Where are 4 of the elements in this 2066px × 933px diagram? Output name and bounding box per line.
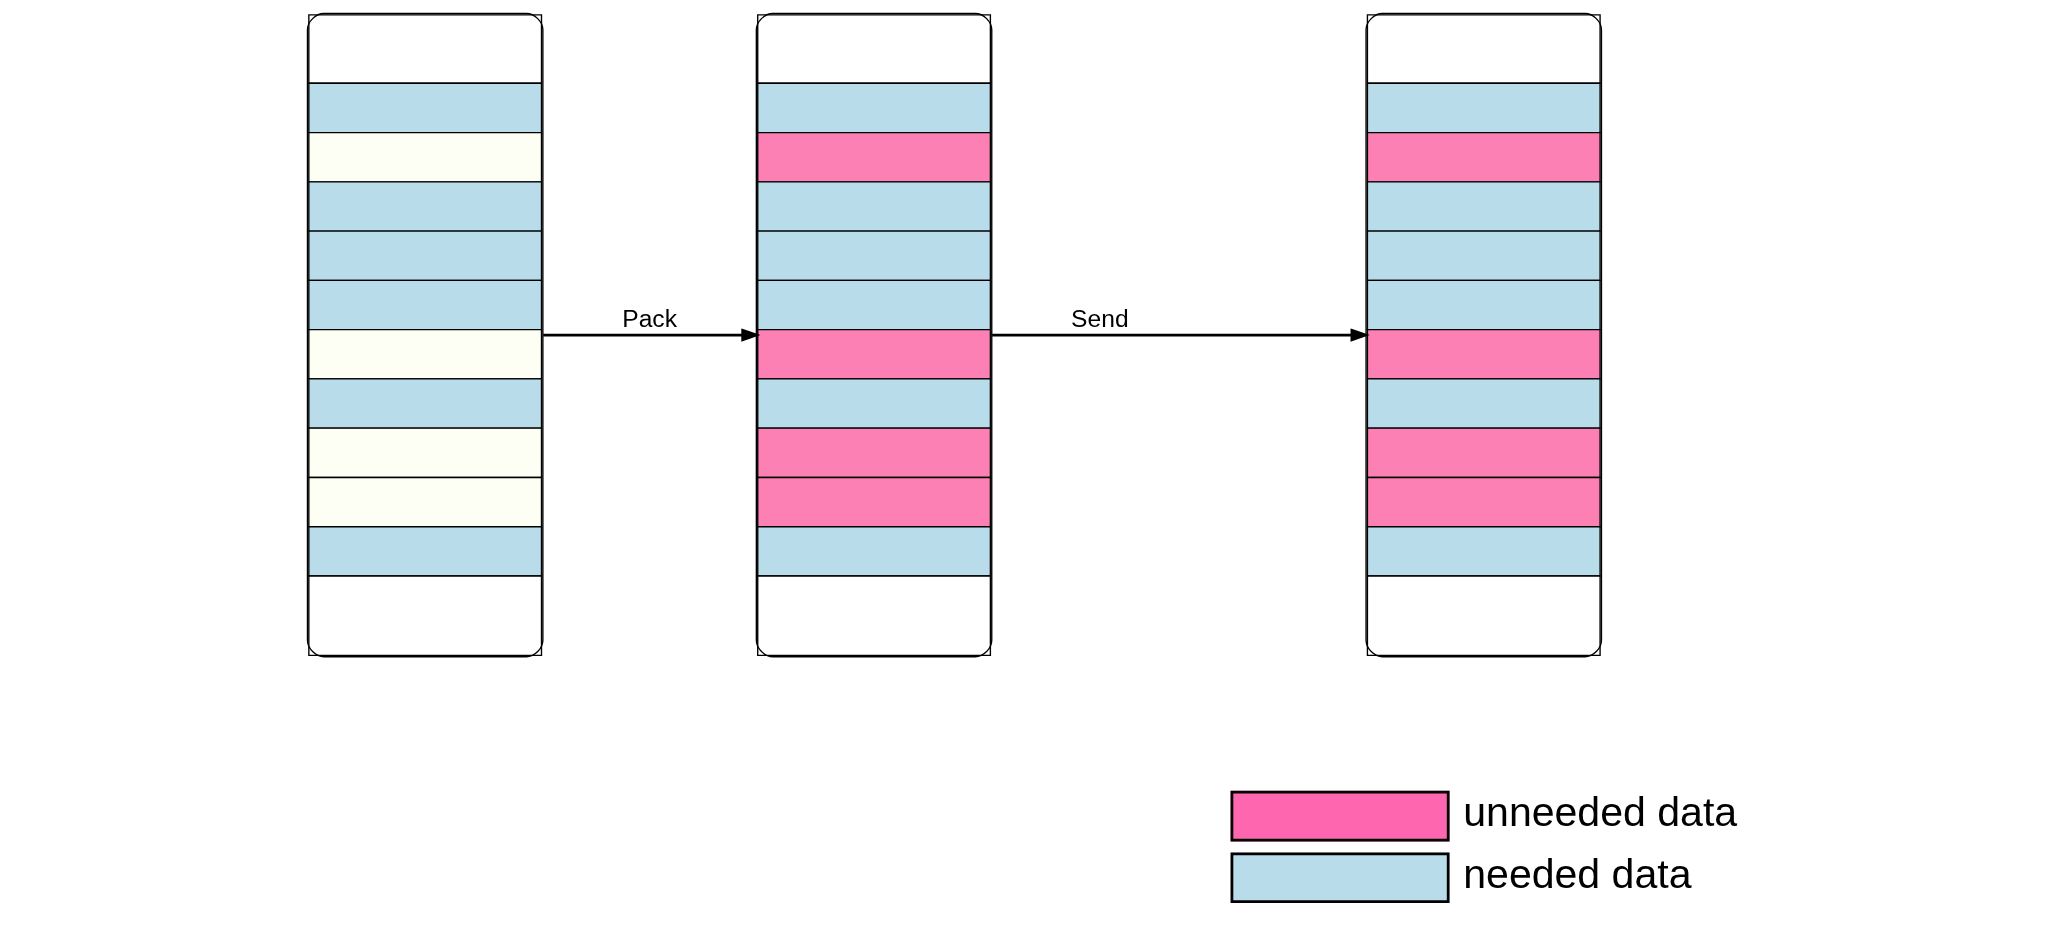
legend-label: needed data: [1462, 851, 1691, 898]
edge-label: Pack: [621, 305, 677, 333]
edge-label: Send: [1070, 305, 1129, 333]
legend-label: unneeded data: [1462, 789, 1737, 836]
